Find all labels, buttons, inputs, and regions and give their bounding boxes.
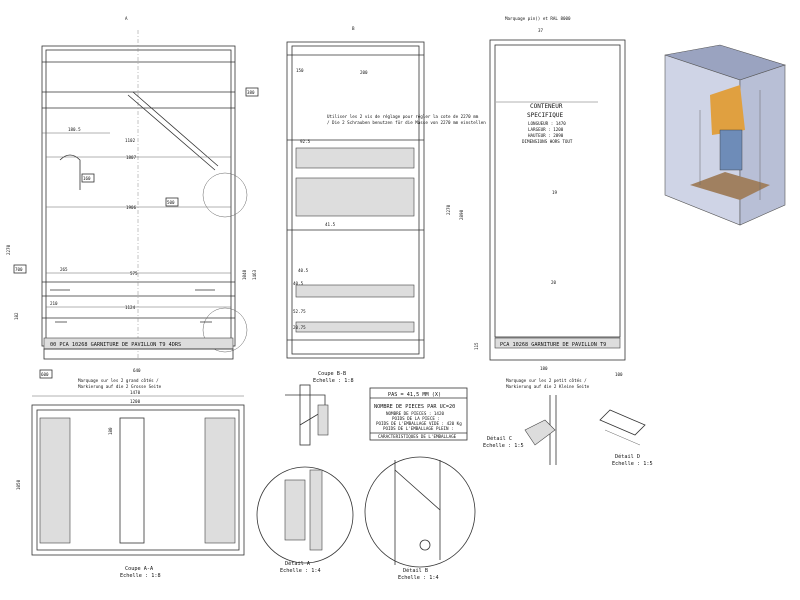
callout-19: 19	[552, 190, 558, 195]
front-marking-note-de: Markierung auf die 2 Grosse Seite	[78, 384, 162, 389]
section-aa-scale: Echelle : 1:8	[120, 573, 161, 579]
dim-20-75: 20.75	[293, 325, 306, 330]
dim-115: 115	[474, 342, 479, 350]
dim-40-5-b: 40.5	[293, 281, 304, 286]
detail-c-title: Détail C	[487, 435, 512, 442]
dim-92-5: 92.5	[300, 139, 311, 144]
table-row-part-weight: POIDS DE LA PIECE :	[392, 416, 440, 421]
section-bb-title: Coupe B-B	[318, 371, 346, 377]
characteristics-table: PAS = 41,5 MM (X) NOMBRE DE PIECES PAR U…	[369, 387, 468, 441]
spec-height: HAUTEUR : 2890	[528, 133, 564, 138]
callout-37: 37	[538, 28, 544, 33]
front-view: 00 PCA 10268 GARNITURE DE PAVILLON T9 4D…	[6, 16, 259, 389]
dim-1040: 1040	[242, 269, 247, 280]
front-strip-label: 00 PCA 10268 GARNITURE DE PAVILLON T9 4D…	[50, 342, 181, 348]
detail-b-title: Détail B	[403, 567, 428, 574]
detail-d-title: Détail D	[615, 453, 640, 460]
dim-52-75: 52.75	[293, 309, 306, 314]
detail-a-title: Détail A	[285, 560, 311, 567]
dim-1102: 1102	[125, 138, 136, 143]
detail-d: Détail D Echelle : 1:5	[599, 409, 653, 467]
spec-length: LONGUEUR : 1470	[528, 121, 566, 126]
dim-2270: 2270	[6, 244, 11, 255]
isometric-render	[664, 44, 786, 226]
detail-d-scale: Echelle : 1:5	[612, 461, 653, 467]
dim-1463: 1463	[252, 269, 257, 280]
dim-180-5: 180.5	[68, 127, 81, 132]
dim-41-5: 41.5	[325, 222, 336, 227]
callout-100: 100	[615, 372, 623, 377]
dim-1200: 1200	[130, 399, 141, 404]
callout-160: 160	[83, 176, 91, 181]
dim-180-right: 180	[540, 366, 548, 371]
dim-182: 182	[14, 312, 19, 320]
detail-b: Détail B Echelle : 1:4	[364, 456, 476, 581]
dim-40-5-a: 40.5	[298, 268, 309, 273]
table-row-parts: NOMBRE DE PIECES : 1420	[386, 411, 444, 416]
dim-200: 200	[360, 70, 368, 75]
dim-575: 575	[130, 271, 138, 276]
dim-210: 210	[50, 301, 58, 306]
right-top-label: Marquage pin() et RAL 8000	[505, 16, 571, 21]
callout-380: 380	[247, 90, 255, 95]
detail-a: Détail A Echelle : 1:4	[256, 466, 354, 574]
side-note-fr: Utiliser les 2 vis de réglage pour régle…	[327, 114, 479, 119]
detail-c: Détail C Echelle : 1:5	[483, 395, 557, 465]
right-strip-label: PCA 10268 GARNITURE DE PAVILLON T9	[500, 342, 606, 348]
dim-1124: 1124	[125, 305, 136, 310]
side-view: Utiliser les 2 vis de réglage pour régle…	[286, 26, 486, 359]
detail-c-scale: Echelle : 1:5	[483, 443, 524, 449]
callout-600: 600	[41, 372, 49, 377]
dim-640: 640	[133, 368, 141, 373]
dim-150: 150	[296, 68, 304, 73]
section-a-a: 1470 1200 1050 180 Coupe A-A Echelle : 1…	[16, 390, 245, 579]
dim-2890: 2890	[459, 209, 464, 220]
spec-overall: DIMENSIONS HORS TOUT	[522, 139, 573, 144]
table-row-full-weight: POIDS DE L'EMBALLAGE PLEIN :	[383, 426, 454, 431]
dim-1906: 1906	[126, 205, 137, 210]
container-title: CONTENEUR	[530, 103, 563, 110]
table-footer: CARACTERISTIQUES DE L'EMBALLAGE	[378, 434, 457, 439]
table-parts-per-uc: NOMBRE DE PIECES PAR UC=20	[374, 404, 455, 410]
section-bb-scale: Echelle : 1:8	[313, 378, 354, 384]
dim-1050: 1050	[16, 479, 21, 490]
callout-500: 500	[167, 200, 175, 205]
detail-b-scale: Echelle : 1:4	[398, 575, 439, 581]
dim-1807: 1807	[126, 155, 137, 160]
callout-700: 700	[15, 267, 23, 272]
section-aa-title: Coupe A-A	[125, 566, 154, 572]
dim-265: 265	[60, 267, 68, 272]
spec-width: LARGEUR : 1200	[528, 127, 564, 132]
side-note-de: / Die 2 Schrauben benutzen für die Masse…	[327, 120, 486, 125]
section-marker-a: A	[125, 16, 128, 21]
dim-2270-side: 2270	[446, 204, 451, 215]
front-marking-note-fr: Marquage sur les 2 grand côtés /	[78, 378, 159, 383]
dim-1470: 1470	[130, 390, 141, 395]
table-pitch: PAS = 41,5 MM (X)	[388, 392, 441, 398]
right-view: Marquage pin() et RAL 8000 CONTENEUR SPE…	[459, 16, 626, 389]
right-marking-note-de: Markierung auf die 2 Kleine Seite	[506, 384, 590, 389]
right-marking-note-fr: Marquage sur les 2 petit côtés /	[506, 378, 587, 383]
detail-a-scale: Echelle : 1:4	[280, 568, 321, 574]
dim-180-aa: 180	[108, 427, 113, 435]
section-b-b: Coupe B-B Echelle : 1:8	[285, 371, 354, 446]
container-subtitle: SPECIFIQUE	[527, 112, 564, 119]
section-marker-b: B	[352, 26, 355, 31]
callout-20: 20	[551, 280, 557, 285]
table-row-empty-weight: POIDS DE L'EMBALLAGE VIDE : 420 Kg	[376, 421, 462, 426]
